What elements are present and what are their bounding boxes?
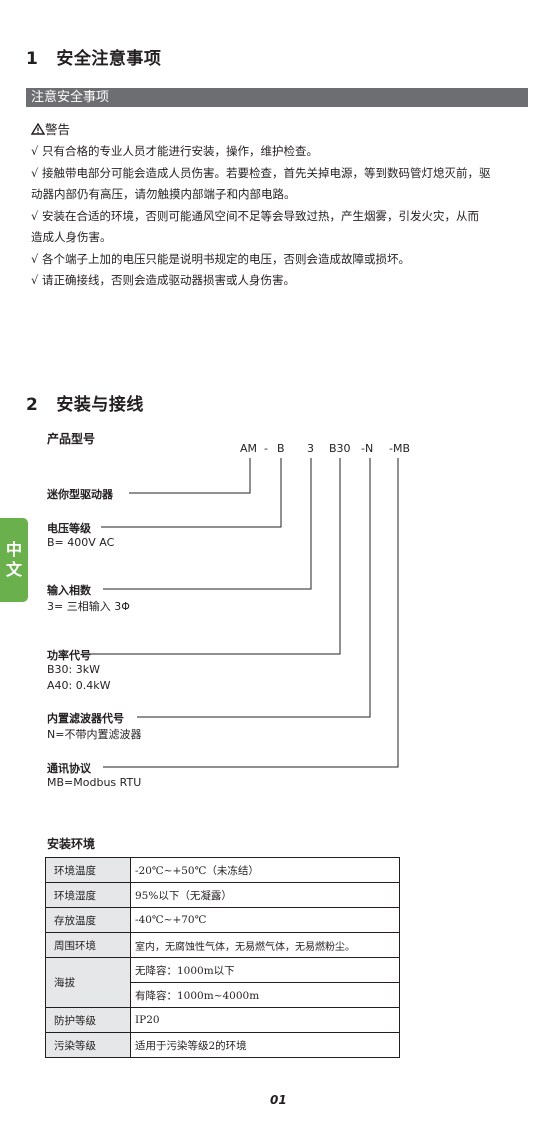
warning-title: 警告	[45, 122, 71, 137]
field-power-value-2: A40: 0.4kW	[47, 679, 111, 692]
env-value: -20℃~+50℃（未冻结）	[130, 857, 400, 883]
env-table: 环境温度 -20℃~+50℃（未冻结） 环境湿度 95%以下（无凝露） 存放温度…	[45, 857, 400, 1058]
warning-triangle-icon	[30, 122, 46, 135]
env-key: 污染等级	[45, 1032, 131, 1058]
model-title: 产品型号	[47, 432, 96, 446]
table-row: 周围环境 室内，无腐蚀性气体，无易燃气体，无易燃粉尘。	[45, 932, 400, 958]
warning-item: √ 安装在合适的环境，否则可能通风空间不足等会导致过热，产生烟雾，引发火灾，从而…	[31, 208, 479, 245]
code-dash: -	[264, 442, 268, 455]
field-power: 功率代号	[47, 649, 91, 662]
warning-list: √ 只有合格的专业人员才能进行安装，操作，维护检查。 √ 接触带电部分可能会造成…	[31, 141, 531, 292]
table-row: 存放温度 -40℃~+70℃	[45, 907, 400, 933]
field-protocol-value: MB=Modbus RTU	[47, 776, 142, 789]
field-voltage-value: B= 400V AC	[47, 536, 115, 549]
warning-item: √ 只有合格的专业人员才能进行安装，操作，维护检查。	[31, 144, 318, 158]
safety-bar: 注意安全事项	[26, 88, 528, 107]
env-value: 室内，无腐蚀性气体，无易燃气体，无易燃粉尘。	[130, 932, 400, 958]
warning-heading: 警告	[30, 119, 71, 138]
field-phases-value: 3= 三相输入 3Φ	[47, 600, 130, 613]
code-am: AM	[240, 442, 258, 455]
warning-item: √ 接触带电部分可能会造成人员伤害。若要检查，首先关掉电源，等到数码管灯熄灭前，…	[31, 165, 491, 202]
env-value: -40℃~+70℃	[130, 907, 400, 933]
env-key: 防护等级	[45, 1007, 131, 1033]
field-power-value-1: B30: 3kW	[47, 663, 100, 676]
code-b30: B30	[329, 442, 351, 455]
env-value: 有降容：1000m~4000m	[130, 982, 400, 1008]
env-key: 存放温度	[45, 907, 131, 933]
section2-number: 2	[26, 395, 39, 415]
warning-item: √ 各个端子上加的电压只能是说明书规定的电压，否则会造成故障或损坏。	[31, 251, 410, 266]
code-mb: -MB	[389, 442, 411, 455]
warning-item: √ 请正确接线，否则会造成驱动器损害或人身伤害。	[31, 273, 295, 287]
table-row: 防护等级 IP20	[45, 1007, 400, 1033]
env-key: 环境湿度	[45, 882, 131, 908]
section1-number: 1	[26, 49, 39, 69]
language-side-tab: 中 文	[0, 518, 28, 602]
code-n: -N	[361, 442, 374, 455]
env-value: IP20	[130, 1007, 400, 1033]
section1-title: 安全注意事项	[56, 49, 162, 69]
code-b: B	[277, 442, 285, 455]
field-phases: 输入相数	[47, 584, 91, 597]
section1-heading: 1 安全注意事项	[26, 44, 161, 69]
field-protocol: 通讯协议	[47, 762, 91, 775]
field-voltage: 电压等级	[47, 522, 91, 535]
code-3: 3	[307, 442, 314, 455]
field-filter-value: N=不带内置滤波器	[47, 728, 142, 741]
field-filter: 内置滤波器代号	[47, 712, 124, 725]
table-row: 有降容：1000m~4000m	[46, 982, 400, 1008]
table-row: 海拔 无降容：1000m以下	[45, 957, 400, 1008]
table-row: 环境湿度 95%以下（无凝露）	[45, 882, 400, 908]
env-key: 环境温度	[45, 857, 131, 883]
model-connector-lines	[89, 458, 399, 768]
page-number: 01	[270, 1093, 287, 1107]
env-key: 周围环境	[45, 932, 131, 958]
env-value: 无降容：1000m以下	[130, 957, 400, 983]
env-value: 适用于污染等级2的环境	[130, 1032, 400, 1058]
table-row: 环境温度 -20℃~+50℃（未冻结）	[45, 857, 400, 883]
section2-title: 安装与接线	[56, 395, 144, 415]
table-row: 污染等级 适用于污染等级2的环境	[45, 1032, 400, 1058]
section2-heading: 2 安装与接线	[26, 390, 144, 415]
env-value: 95%以下（无凝露）	[130, 882, 400, 908]
env-key: 海拔	[45, 957, 131, 1008]
field-mini-driver: 迷你型驱动器	[47, 488, 113, 501]
env-title: 安装环境	[47, 837, 96, 851]
